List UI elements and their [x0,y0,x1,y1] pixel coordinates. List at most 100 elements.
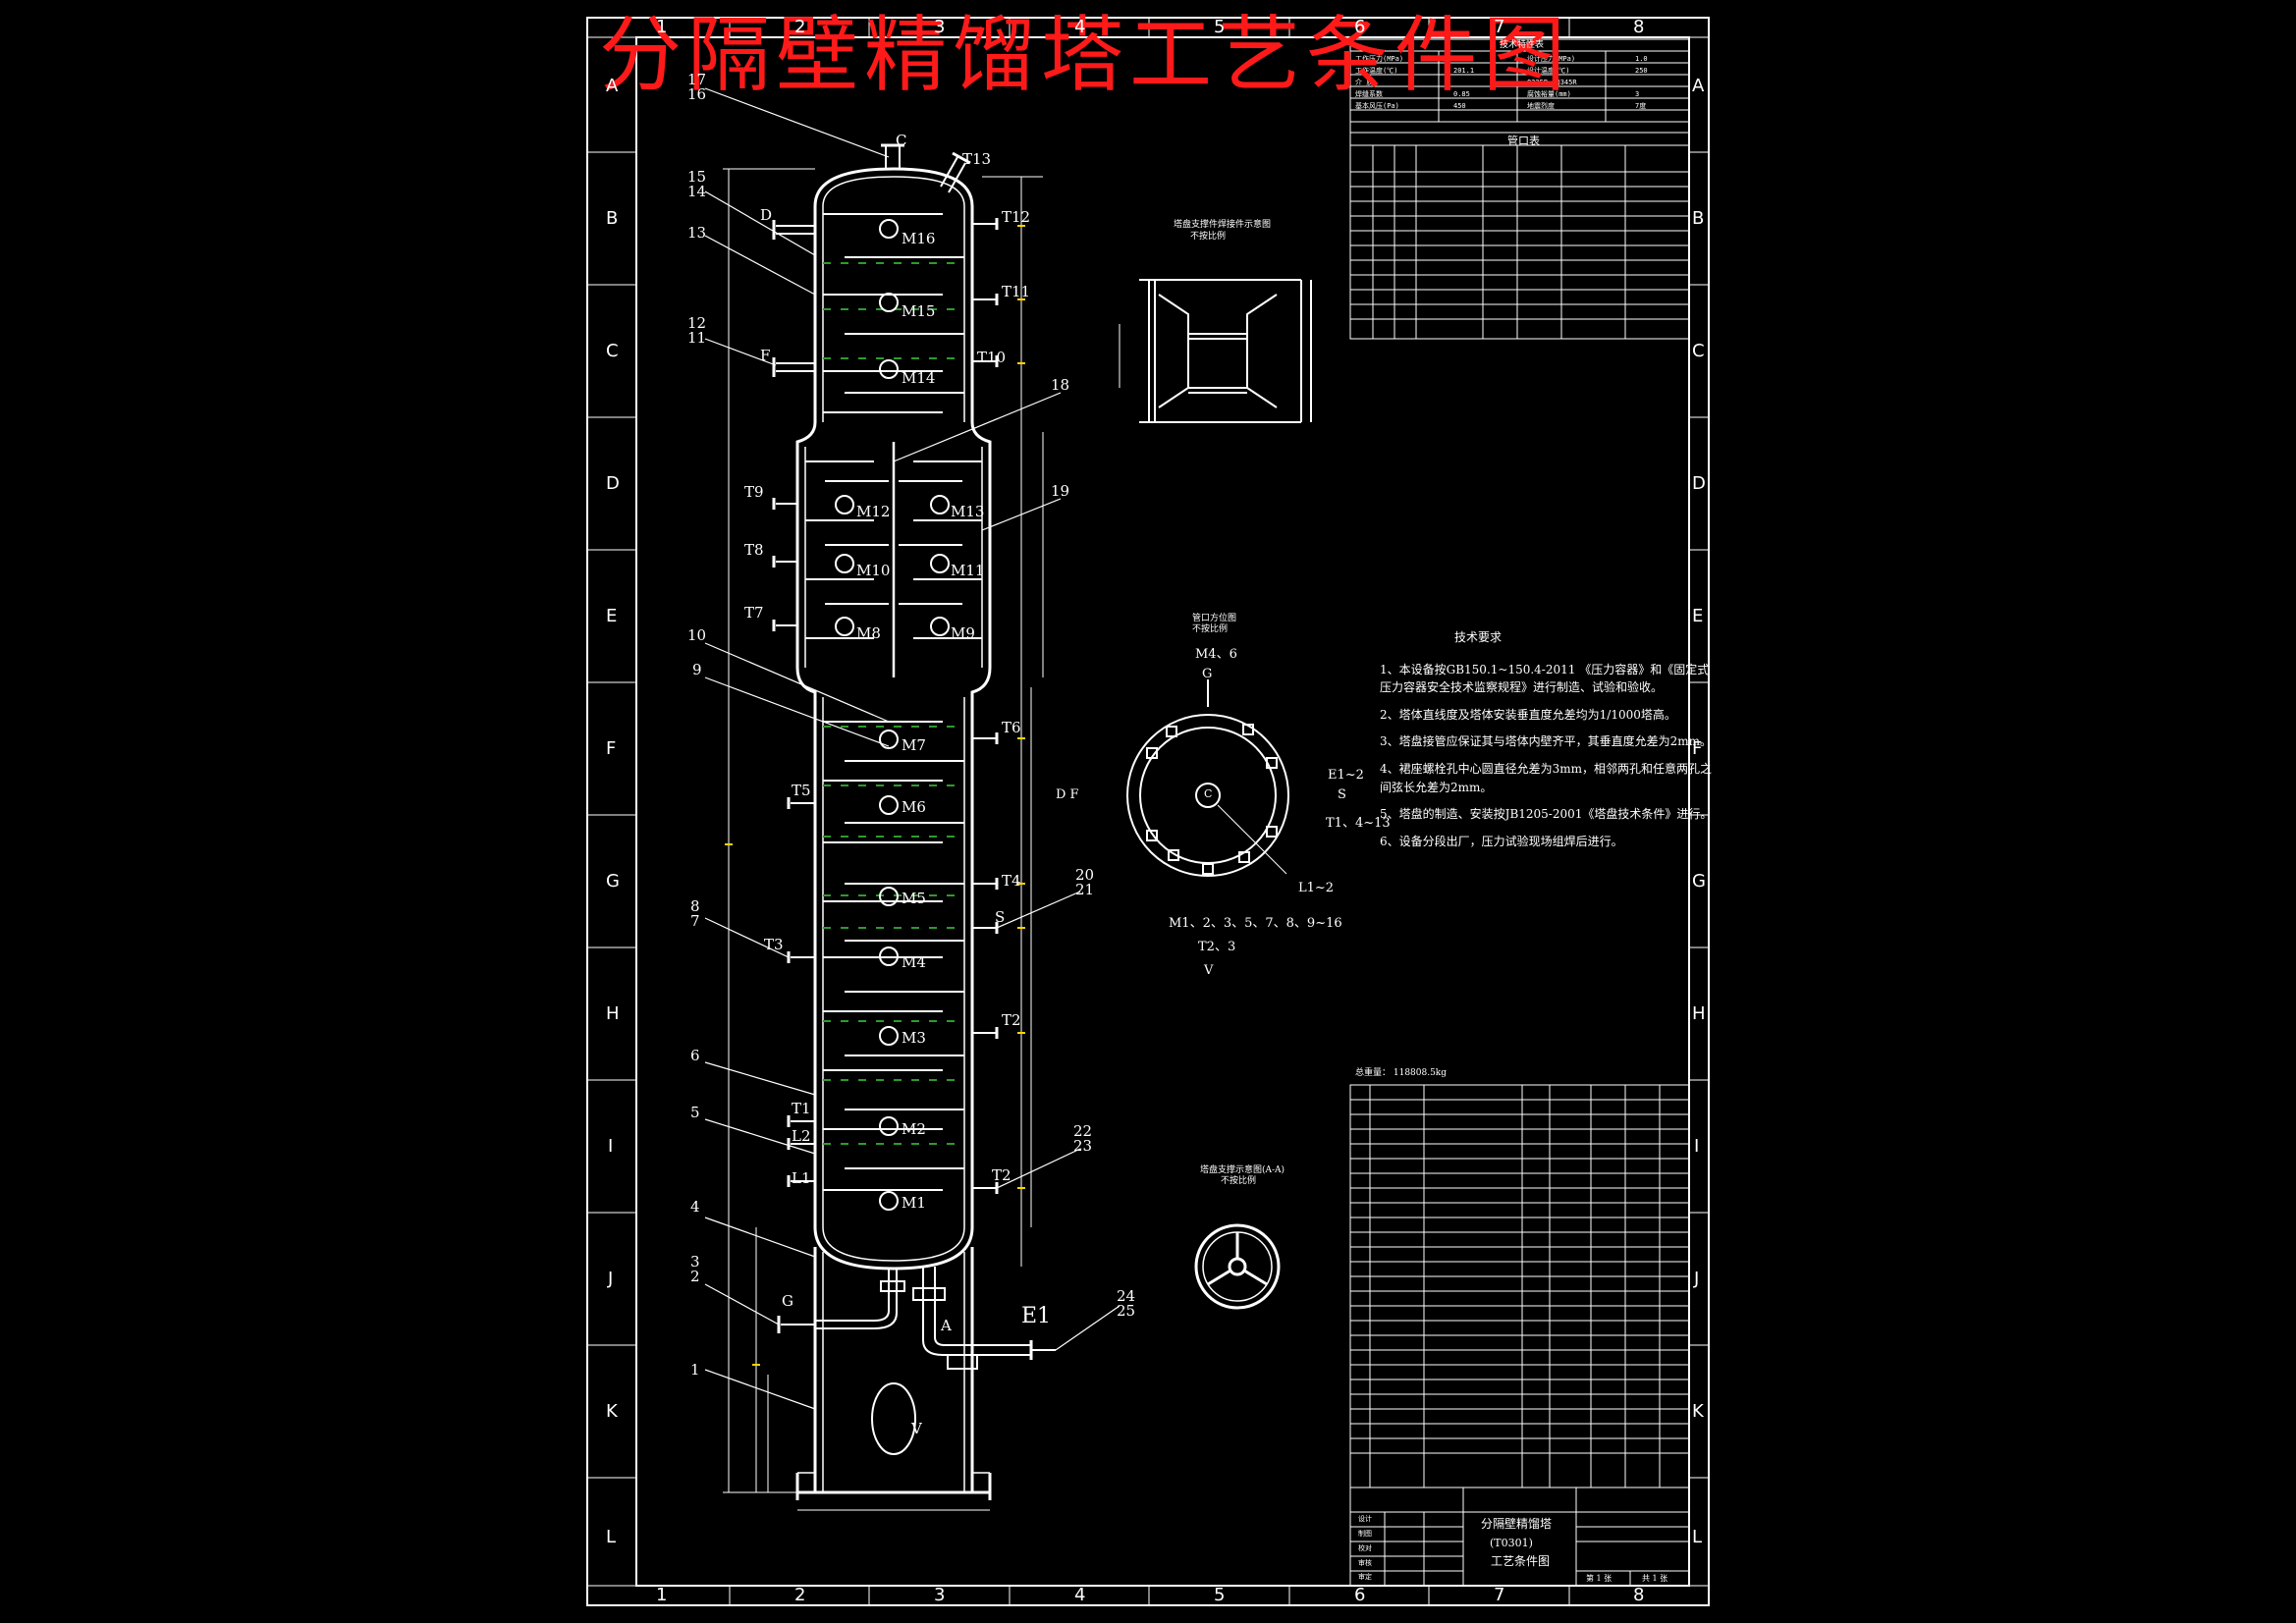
orientation-scale: 不按比例 [1192,624,1229,634]
svg-text:工作温度(℃): 工作温度(℃) [1355,66,1397,75]
part-number: 4 [690,1198,700,1216]
row-label-d-right: D [1692,473,1706,494]
nozzle-label-m1: M1 [902,1194,926,1212]
nozzle-label-m14: M14 [902,369,936,387]
orientation-l12-label: L1~2 [1298,881,1335,895]
row-label-g: G [606,871,620,892]
row-label-k: K [606,1401,618,1422]
orientation-right-label-1: E1~2 [1328,768,1364,783]
orientation-view [1126,679,1289,877]
title-block-row: 设计 [1358,1515,1372,1523]
technical-notes: 技术要求 1、本设备按GB150.1~150.4-2011 《压力容器》和《固定… [1380,628,1714,859]
svg-text:7度: 7度 [1635,101,1646,110]
part-number: 6 [690,1047,700,1064]
row-label-i-right: I [1694,1136,1700,1157]
nozzle-label-m8: M8 [856,624,881,642]
part-number: 13 [687,224,707,242]
col-label-1: 1 [656,17,668,37]
title-block-tag: (T0301) [1490,1537,1533,1549]
svg-text:Q235B, Q345R: Q235B, Q345R [1527,79,1577,86]
outer-frame [586,17,1710,1606]
part-number: 20 [1075,866,1095,884]
title-block-row: 校对 [1358,1544,1372,1552]
part-number: 10 [687,626,707,644]
svg-text:0.9: 0.9 [1453,55,1466,63]
row-label-e: E [606,606,618,626]
col-label-4-bottom: 4 [1074,1585,1086,1605]
title-block-total: 共 1 张 [1642,1574,1668,1583]
row-label-j: J [608,1269,614,1289]
nozzle-label-s: S [995,908,1006,926]
support-detail [1194,1223,1281,1310]
nozzle-label-m9: M9 [951,624,975,642]
row-label-f-right: F [1692,738,1703,759]
row-label-e-right: E [1692,606,1704,626]
col-label-7: 7 [1494,17,1505,37]
orientation-right-label-3: T1、4~13 [1326,816,1391,831]
part-number: 25 [1117,1302,1136,1320]
orientation-bottom-label-3: V [1204,963,1214,978]
title-block-row: 审定 [1358,1573,1372,1581]
part-number: 5 [690,1104,700,1121]
nozzle-label-t8: T8 [744,541,764,559]
row-label-a-right: A [1692,76,1705,96]
svg-text:腐蚀裕量(mm): 腐蚀裕量(mm) [1527,89,1571,98]
col-label-4: 4 [1074,17,1086,37]
svg-text:焊缝系数: 焊缝系数 [1355,89,1383,98]
trays [805,213,982,1191]
nozzle-label-e1: E1 [1021,1304,1052,1328]
col-label-5: 5 [1214,17,1226,37]
nozzle-label-t7: T7 [744,604,764,622]
svg-text:基本风压(Pa): 基本风压(Pa) [1355,101,1399,110]
nozzle-label-c: C [896,132,907,149]
drawing-title: 分隔壁精馏塔工艺条件图 [599,7,1572,103]
nozzle-label-m2: M2 [902,1120,926,1138]
col-label-5-bottom: 5 [1214,1585,1226,1605]
col-label-1-bottom: 1 [656,1585,668,1605]
centerline-dashes [823,262,964,1145]
title-block-frame [1349,1487,1690,1587]
nozzle-table-title: 管口表 [1507,135,1540,147]
svg-text:0.85: 0.85 [1453,90,1470,98]
tech-table-title: 技术特性表 [1500,40,1545,50]
nozzle-label-d: D [760,206,773,224]
part-number: 16 [687,85,707,103]
part-number: 2 [690,1268,700,1285]
orientation-bottom-label-1: M1、2、3、5、7、8、9~16 [1169,916,1342,931]
nozzle-label-t13: T13 [962,150,992,168]
svg-text:地震烈度: 地震烈度 [1527,101,1555,110]
nozzle-label-m7: M7 [902,736,926,754]
part-number: 18 [1051,376,1070,394]
row-label-l: L [606,1527,617,1547]
orientation-center-label: C [1204,787,1213,800]
parts-list-table [1349,1084,1690,1488]
svg-text:设计压力(MPa): 设计压力(MPa) [1527,54,1575,63]
orientation-right-label-2: S [1338,787,1346,802]
nozzle-label-a: A [941,1317,952,1334]
nozzle-label-f: F [760,347,771,364]
orientation-bottom-label-2: T2、3 [1198,940,1236,954]
nozzle-label-l1: L1 [792,1169,811,1187]
note-item: 5、塔盘的制造、安装按JB1205-2001《塔盘技术条件》进行。 [1380,807,1713,822]
part-number: 9 [692,661,702,678]
part-number: 23 [1073,1137,1093,1155]
orientation-top-label: M4、6 [1195,647,1237,662]
total-weight: 总重量： 118808.5kg [1355,1068,1448,1078]
row-label-a: A [606,76,619,96]
col-label-2: 2 [794,17,806,37]
col-label-3-bottom: 3 [934,1585,946,1605]
svg-text:1.0: 1.0 [1635,55,1648,63]
baffle-detail-scale: 不按比例 [1190,232,1227,242]
dimension-tick-marks [725,225,1025,1366]
col-label-3: 3 [934,17,946,37]
row-label-h-right: H [1692,1003,1706,1024]
part-number: 15 [687,168,707,186]
part-number: 1 [690,1361,700,1379]
orientation-g-label: G [1202,667,1213,681]
nozzles [772,143,1056,1370]
part-number: 24 [1117,1287,1136,1305]
nozzle-label-m3: M3 [902,1029,926,1047]
row-label-c: C [606,341,619,361]
part-number: 7 [690,912,700,930]
